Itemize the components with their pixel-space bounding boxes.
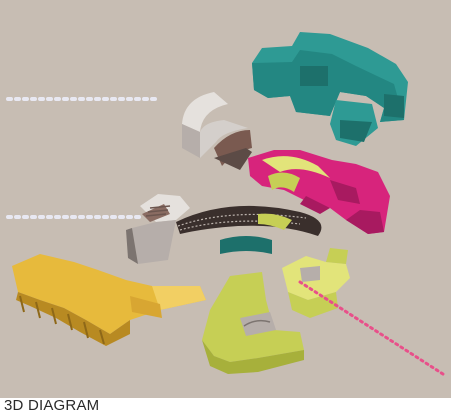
teal-arc — [220, 236, 272, 254]
gold-block — [12, 254, 206, 346]
exploded-3d-diagram — [0, 0, 451, 398]
diagram-caption: 3D DIAGRAM — [4, 397, 99, 414]
striped-ring — [176, 206, 321, 236]
guide-line-pink — [300, 282, 446, 376]
teal-ring-block — [252, 32, 408, 146]
grey-cylinder — [182, 92, 252, 170]
